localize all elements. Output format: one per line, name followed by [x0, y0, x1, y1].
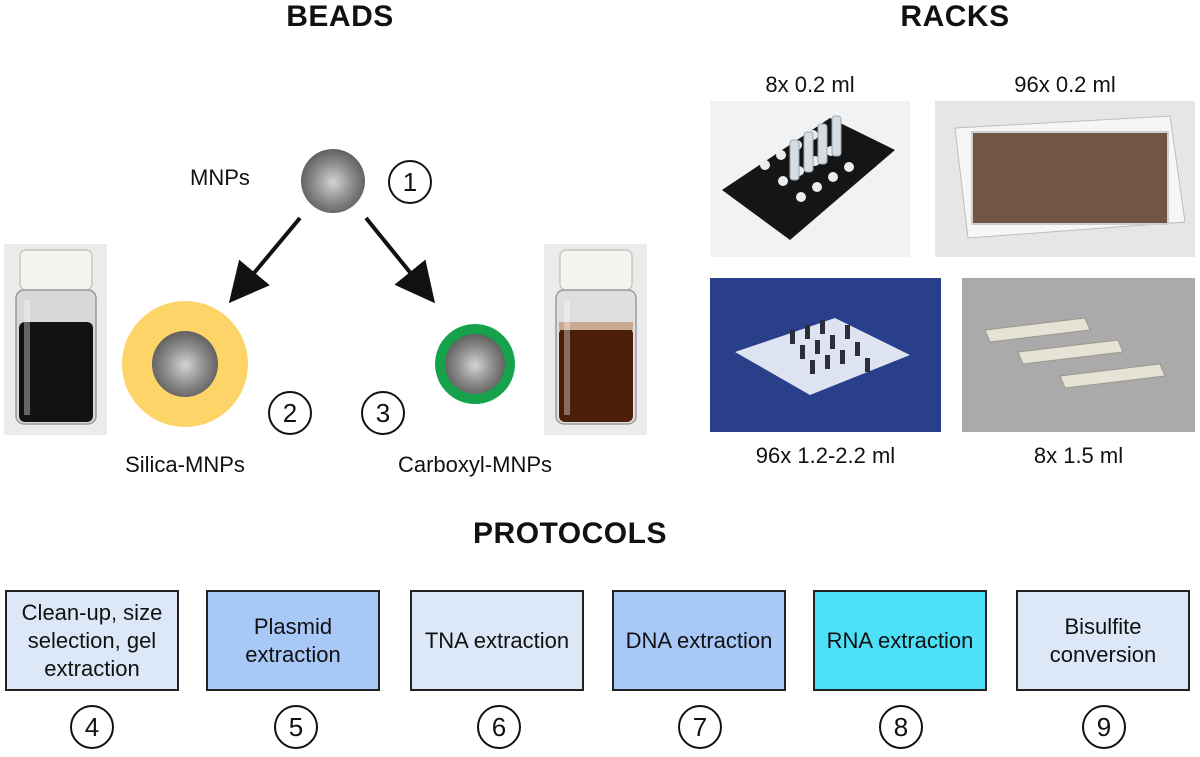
rack-photo-3	[710, 278, 941, 432]
silica-core	[152, 331, 218, 397]
number-circle-8: 8	[879, 705, 923, 749]
rack-label-4: 8x 1.5 ml	[1033, 443, 1124, 468]
carboxyl-vial-photo	[544, 244, 647, 435]
number-circle-5: 5	[274, 705, 318, 749]
protocol-box-tna: TNA extraction	[410, 590, 584, 691]
protocols-heading: PROTOCOLS	[473, 517, 667, 550]
rack-photo-1	[710, 101, 910, 257]
silica-mnps-label: Silica-MNPs	[125, 452, 245, 477]
silica-vial-photo	[4, 244, 107, 435]
rack-label-1: 8x 0.2 ml	[765, 72, 855, 97]
arrow-to-silica	[228, 216, 302, 304]
protocol-box-rna: RNA extraction	[813, 590, 987, 691]
number-circle-1: 1	[388, 160, 432, 204]
rack-label-3: 96x 1.2-2.2 ml	[755, 443, 896, 468]
protocol-box-plasmid: Plasmid extraction	[206, 590, 380, 691]
number-circle-4: 4	[70, 705, 114, 749]
rack-photo-4	[962, 278, 1195, 432]
protocol-box-cleanup: Clean-up, size selection, gel extraction	[5, 590, 179, 691]
number-circle-3: 3	[361, 391, 405, 435]
number-circle-6: 6	[477, 705, 521, 749]
carboxyl-core	[445, 334, 505, 394]
rack-label-2: 96x 0.2 ml	[1014, 72, 1116, 97]
racks-heading: RACKS	[900, 0, 1010, 33]
arrow-to-carboxyl	[364, 216, 436, 304]
protocol-box-dna: DNA extraction	[612, 590, 786, 691]
carboxyl-mnps-label: Carboxyl-MNPs	[397, 452, 553, 477]
mnps-label: MNPs	[190, 165, 250, 190]
number-circle-9: 9	[1082, 705, 1126, 749]
mnp-sphere	[301, 149, 365, 213]
number-circle-7: 7	[678, 705, 722, 749]
beads-heading: BEADS	[286, 0, 394, 33]
rack-photo-2	[935, 101, 1195, 257]
protocol-box-bisulfite: Bisulfite conversion	[1016, 590, 1190, 691]
number-circle-2: 2	[268, 391, 312, 435]
